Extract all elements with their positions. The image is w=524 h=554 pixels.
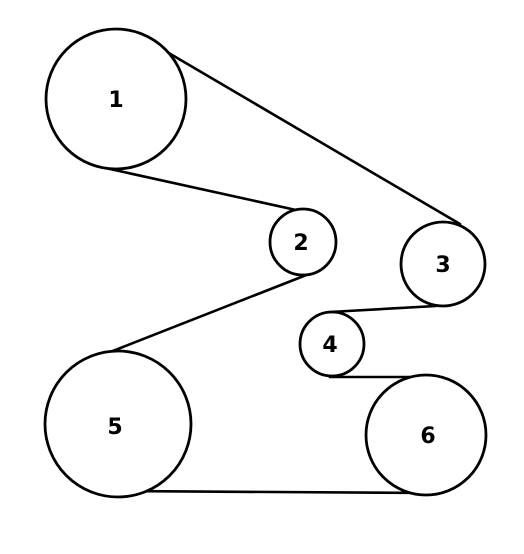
- pulley-1-circle: [44, 27, 188, 171]
- pulley-2-label: 2: [293, 231, 308, 256]
- pulley-5: 5: [43, 349, 193, 499]
- belt-segment-5-6: [113, 489, 432, 495]
- pulley-6-circle: [364, 373, 488, 497]
- pulley-4: 4: [298, 310, 366, 378]
- pulley-6: 6: [364, 373, 488, 497]
- belt: [98, 40, 462, 495]
- pulley-3: 3: [399, 220, 487, 308]
- pulley-1-label: 1: [108, 88, 123, 113]
- pulley-4-circle: [298, 310, 366, 378]
- belt-segment-3-4: [328, 304, 438, 314]
- pulley-4-label: 4: [322, 333, 337, 358]
- belt-segment-2-5: [98, 270, 316, 358]
- belt-segment-1-3: [148, 40, 462, 226]
- pulley-6-label: 6: [420, 424, 435, 449]
- pulley-1: 1: [44, 27, 188, 171]
- pulley-2-circle: [268, 207, 338, 277]
- pulley-3-label: 3: [435, 253, 450, 278]
- pulley-2: 2: [268, 207, 338, 277]
- pulley-5-label: 5: [107, 415, 122, 440]
- pulley-3-circle: [399, 220, 487, 308]
- pulley-5-circle: [43, 349, 193, 499]
- belt-segment-1-2: [108, 167, 298, 212]
